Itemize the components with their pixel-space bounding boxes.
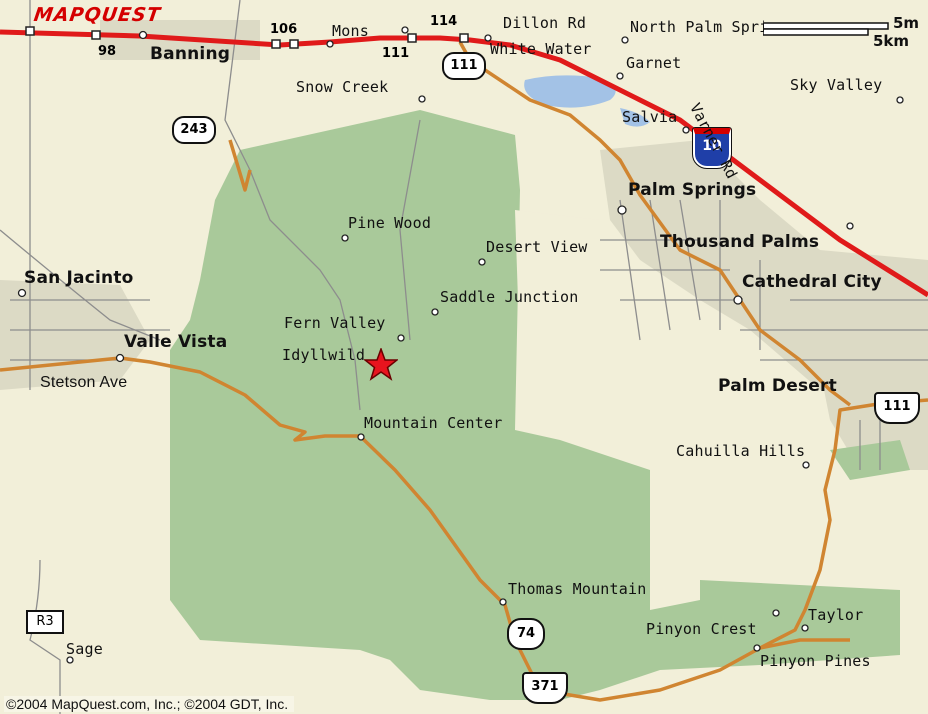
county-route-r3-label: R3 [36,614,54,629]
urban-areas [0,20,928,470]
state-route-74-label: 74 [516,626,536,641]
scale-bar-graphic [763,22,889,36]
state-route-74-shield: 74 [507,618,545,650]
place-idyllwild[interactable]: Idyllwild [282,346,366,364]
county-route-r3-shield: R3 [26,610,64,634]
place-desert-view[interactable]: Desert View [486,238,588,256]
town-dots [17,26,904,664]
place-sage[interactable]: Sage [66,640,103,658]
interstate-10-shield: 10 [692,127,732,169]
place-salvia[interactable]: Salvia [622,108,678,126]
route-111-top-label: 111 [382,46,410,61]
place-mons[interactable]: Mons [332,22,369,40]
state-highways [0,41,928,702]
place-valle-vista[interactable]: Valle Vista [124,332,228,352]
route-114-label: 114 [430,14,458,29]
us-route-371-label: 371 [531,679,559,694]
place-thomas-mountain[interactable]: Thomas Mountain [508,580,647,598]
mapquest-logo: MAPQUEST [32,4,163,26]
route-98-label: 98 [98,44,117,59]
scale-miles: 5m [893,14,920,32]
interstate-10 [0,29,928,298]
place-white-water[interactable]: White Water [490,40,592,58]
destination-star-icon[interactable] [364,348,398,382]
place-pine-wood[interactable]: Pine Wood [348,214,432,232]
exit-markers [25,26,469,49]
place-banning[interactable]: Banning [150,44,231,64]
scale-bar [763,20,898,40]
us-route-371-shield: 371 [522,672,568,704]
route-106-label: 106 [270,22,298,37]
place-mountain-center[interactable]: Mountain Center [364,414,503,432]
place-san-jacinto[interactable]: San Jacinto [24,268,134,288]
copyright-notice: ©2004 MapQuest.com, Inc.; ©2004 GDT, Inc… [4,696,295,712]
place-pinyon-crest[interactable]: Pinyon Crest [646,620,757,638]
place-cahuilla-hills[interactable]: Cahuilla Hills [676,442,806,460]
water-bodies [524,75,650,127]
scale-km: 5km [873,32,910,50]
state-route-243-shield: 243 [172,116,216,144]
place-taylor[interactable]: Taylor [808,606,864,624]
place-thousand-palms[interactable]: Thousand Palms [660,232,820,252]
interstate-10-label: 10 [702,138,722,154]
place-pinyon-pines[interactable]: Pinyon Pines [760,652,871,670]
place-sky-valley[interactable]: Sky Valley [790,76,883,94]
place-palm-springs[interactable]: Palm Springs [628,180,757,200]
place-saddle-junction[interactable]: Saddle Junction [440,288,579,306]
us-route-111-shield: 111 [874,392,920,424]
place-cathedral-city[interactable]: Cathedral City [742,272,882,292]
place-north-palm-springs[interactable]: North Palm Springs [630,18,764,36]
place-fern-valley[interactable]: Fern Valley [284,314,386,332]
state-route-111-shield: 111 [442,52,486,80]
place-garnet[interactable]: Garnet [626,54,682,72]
place-palm-desert[interactable]: Palm Desert [718,376,837,396]
place-dillon-rd[interactable]: Dillon Rd [503,14,587,32]
road-stetson-ave[interactable]: Stetson Ave [40,374,128,391]
place-snow-creek[interactable]: Snow Creek [296,78,389,96]
us-route-111-label: 111 [883,399,911,414]
state-route-111-label: 111 [450,58,478,73]
national-forest [170,110,910,700]
state-route-243-label: 243 [180,122,208,137]
